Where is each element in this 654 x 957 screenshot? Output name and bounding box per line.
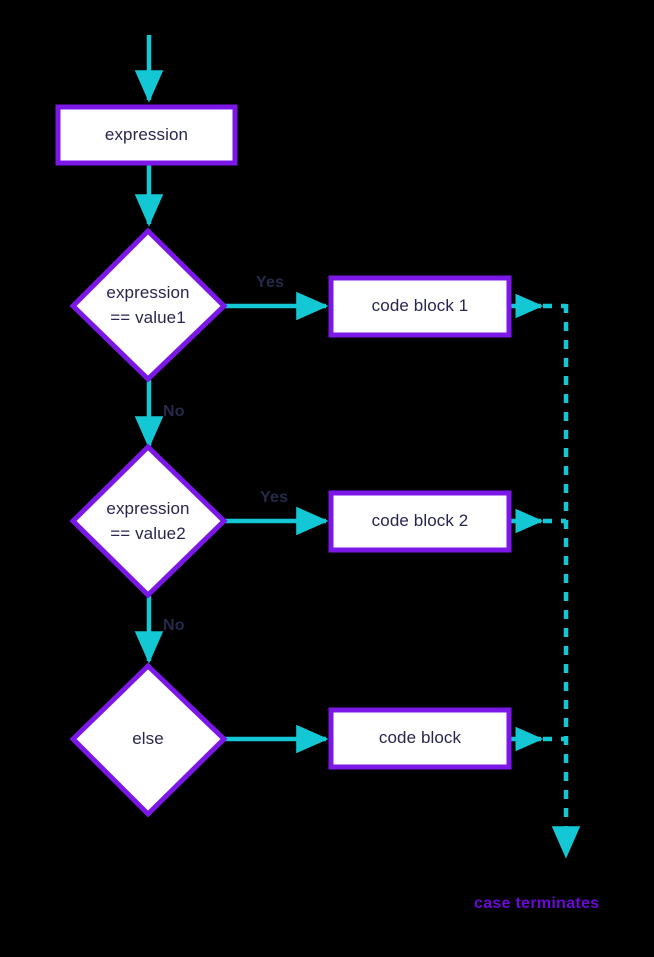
decision-value2-hit-target[interactable] [73,447,224,595]
node-decision-value1 [69,227,228,383]
code-block-1-hit-target[interactable] [331,278,509,335]
node-decision-else [69,662,228,818]
node-code-block-1 [328,275,512,338]
decision-else-hit-target[interactable] [73,666,224,814]
node-code-block-else [328,707,512,770]
case-terminates-label: case terminates [474,895,600,912]
edge-label-yes-2: Yes [260,489,289,506]
edge-label-yes-1: Yes [256,274,285,291]
code-block-else-hit-target[interactable] [331,710,509,767]
node-expression-box [55,104,238,166]
edge-label-no-1: No [163,403,185,420]
decision-value1-hit-target[interactable] [73,231,224,379]
edge-label-no-2: No [163,617,185,634]
node-decision-value2 [69,443,228,599]
expression-box-hit-target[interactable] [58,107,235,163]
node-code-block-2 [328,490,512,553]
code-block-2-hit-target[interactable] [331,493,509,550]
